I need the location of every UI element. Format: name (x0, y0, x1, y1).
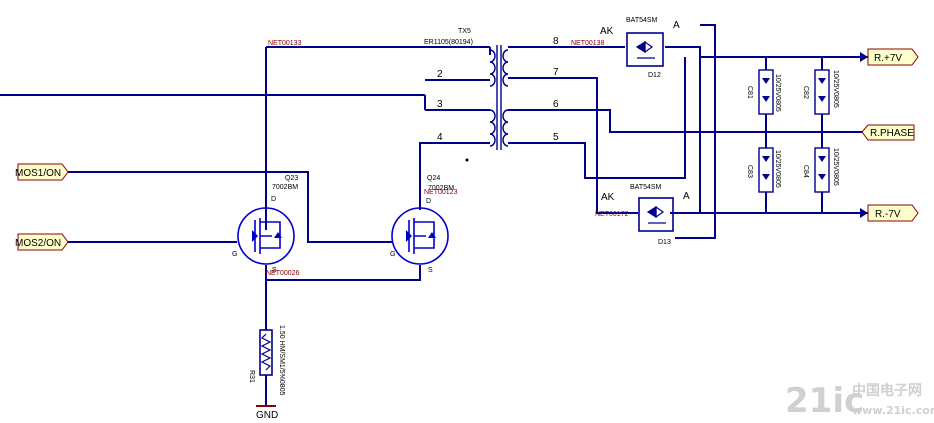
diode-bottom: BAT54SM AK A D13 (601, 184, 690, 246)
capacitor-c82-value: 10/25V0805 (832, 70, 839, 108)
mosfet-q24-s: S (428, 267, 433, 274)
pin-6-label: 6 (553, 99, 559, 110)
diode-bottom-symbol-1 (646, 205, 657, 219)
net-labels: NET00133 NET00138 NET00172 NET00026 NET0… (266, 40, 629, 277)
diode-bottom-part: BAT54SM (630, 184, 662, 191)
pin-8-label: 8 (553, 36, 559, 47)
capacitor-c82: 10/25V0805 C82 (802, 69, 839, 115)
capacitor-c81-value: 10/25V0805 (774, 74, 781, 112)
port-r-minus-7v-label: R.-7V (875, 209, 901, 220)
capacitor-c83-value: 10/25V0805 (774, 150, 781, 188)
mosfet-q24: Q24 7002BM D G S (390, 175, 454, 274)
port-mos1-on-label: MOS1/ON (15, 168, 61, 179)
resistor-r31-value: 1.50 HM/SM1/5%0805 (278, 325, 285, 396)
diode-top-symbol-1 (635, 40, 646, 54)
mosfet-q23-body (237, 207, 295, 265)
mosfet-q24-body-diode (428, 232, 436, 238)
capacitor-c81: 10/25V0805 C81 (746, 69, 781, 115)
diode-bottom-a: A (683, 191, 690, 202)
mosfet-q23-part: 7002BM (272, 184, 298, 191)
port-r-plus-7v-label: R.+7V (874, 53, 902, 64)
wires (0, 24, 868, 406)
diode-bottom-package (638, 197, 674, 232)
port-mos2-on[interactable]: MOS2/ON (15, 233, 69, 251)
secondary-winding-top (502, 49, 509, 87)
net-label-172: NET00172 (595, 211, 629, 218)
capacitor-c84: 10/25V0805 C84 (802, 147, 839, 193)
mosfet-q24-arrow (406, 230, 412, 242)
mosfet-q24-g: G (390, 251, 395, 258)
pin-4-label: 4 (437, 132, 443, 143)
mosfet-q24-body (391, 207, 449, 265)
capacitor-c84-ref: C84 (802, 165, 809, 178)
diode-top-ak: AK (600, 26, 614, 37)
net-label-026: NET00026 (266, 270, 300, 277)
diode-top-ref: D12 (648, 72, 661, 79)
mosfet-q24-part: 7002BM (428, 185, 454, 192)
port-r-phase[interactable]: R.PHASE (861, 124, 915, 141)
capacitor-c84-value: 10/25V0805 (832, 148, 839, 186)
capacitor-c83-ref: C83 (746, 165, 753, 178)
mosfet-q23: Q23 7002BM D G S (232, 175, 298, 274)
diode-bottom-ak: AK (601, 192, 615, 203)
diode-top-symbol-2 (637, 40, 655, 59)
port-r-minus-7v[interactable]: R.-7V (860, 204, 919, 222)
transformer-part: ER1105(80194) (424, 39, 473, 46)
primary-winding-bottom (489, 109, 496, 147)
mosfet-q24-d: D (426, 198, 431, 205)
gnd-label: GND (256, 410, 278, 421)
net-label-133: NET00133 (268, 40, 302, 47)
mosfet-q23-ref: Q23 (285, 175, 298, 182)
mosfet-q23-g: G (232, 251, 237, 258)
watermark-url: www.21ic.com (852, 404, 934, 417)
secondary-winding-bottom (502, 109, 509, 147)
mosfet-q24-ref: Q24 (427, 175, 440, 182)
resistor-r31-ref: R31 (248, 370, 255, 383)
pin-2-label: 2 (437, 69, 443, 80)
mosfet-q23-body-diode (274, 232, 282, 238)
diode-bottom-symbol-2 (648, 205, 666, 224)
watermark: 21ic 中国电子网 www.21ic.com (785, 381, 934, 421)
polarity-dot (465, 158, 469, 162)
diode-bottom-ref: D13 (658, 239, 671, 246)
net-label-138: NET00138 (571, 40, 605, 47)
pin-3-label: 3 (437, 99, 443, 110)
watermark-cn: 中国电子网 (852, 382, 922, 399)
capacitor-c83: 10/25V0805 C83 (746, 147, 781, 193)
capacitor-c82-ref: C82 (802, 86, 809, 99)
port-mos1-on[interactable]: MOS1/ON (15, 163, 69, 181)
gnd-symbol: GND (256, 405, 278, 421)
pin-5-label: 5 (553, 132, 559, 143)
pin-7-label: 7 (553, 67, 559, 78)
capacitor-c81-ref: C81 (746, 86, 753, 99)
mosfet-q23-arrow (252, 230, 258, 242)
primary-winding-top (489, 49, 496, 87)
port-r-phase-label: R.PHASE (870, 128, 914, 139)
diode-top-package (626, 32, 664, 67)
diode-top: BAT54SM AK A D12 (600, 17, 680, 79)
port-r-plus-7v[interactable]: R.+7V (860, 48, 919, 66)
mosfet-q23-d: D (271, 196, 276, 203)
transformer-ref: TX5 (458, 28, 471, 35)
transformer-tx5: TX5 ER1105(80194) 2 3 4 8 7 6 5 (424, 28, 559, 162)
diode-top-part: BAT54SM (626, 17, 658, 24)
watermark-main: 21ic (785, 381, 864, 421)
diode-top-a: A (673, 20, 680, 31)
port-mos2-on-label: MOS2/ON (15, 238, 61, 249)
net-label-123: NET00123 (424, 189, 458, 196)
resistor-r31: 1.50 HM/SM1/5%0805 R31 (248, 325, 285, 396)
mosfet-q23-s: S (272, 267, 277, 274)
